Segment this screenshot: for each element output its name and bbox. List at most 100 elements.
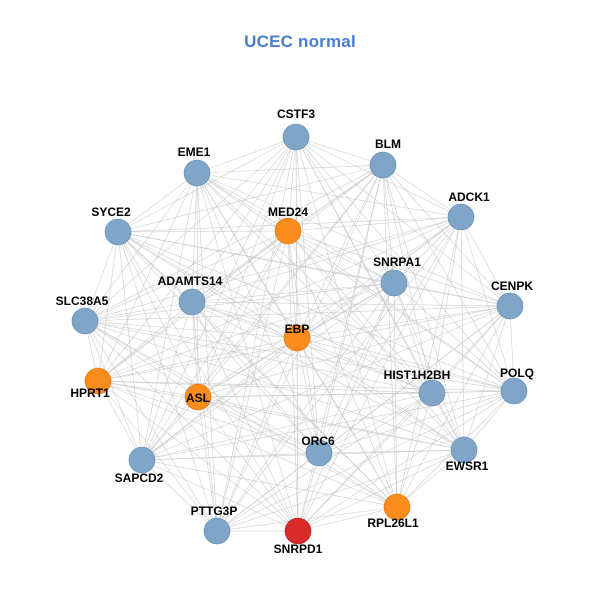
network-edge: [196, 172, 218, 532]
network-edge: [396, 449, 465, 508]
network-edge: [191, 301, 199, 398]
network-edge: [141, 459, 299, 532]
network-edge: [393, 282, 465, 451]
network-edge: [84, 320, 199, 398]
network-node-sapcd2: [128, 446, 156, 474]
network-edge: [97, 216, 462, 382]
network-edge: [191, 301, 465, 451]
network-edge: [97, 380, 433, 394]
network-edge: [216, 136, 297, 532]
network-edge: [97, 380, 218, 532]
network-edge: [84, 320, 218, 532]
network-node-polq: [500, 377, 528, 405]
node-label-cenpk: CENPK: [491, 279, 533, 293]
network-edge: [97, 337, 298, 382]
network-edge: [196, 172, 511, 307]
network-node-pttg3p: [203, 517, 231, 545]
network-edge: [84, 282, 395, 322]
network-edge: [97, 380, 299, 532]
node-label-adamts14: ADAMTS14: [158, 274, 223, 288]
node-label-ebp: EBP: [285, 322, 310, 336]
network-edge: [141, 459, 218, 532]
node-layer: [71, 123, 528, 545]
network-edge: [431, 305, 511, 394]
network-edge: [191, 282, 395, 303]
network-edge: [287, 136, 297, 232]
network-edge: [297, 506, 398, 532]
network-edge: [287, 230, 511, 307]
network-edge: [197, 396, 218, 532]
chart-title: UCEC normal: [244, 32, 356, 51]
network-edge: [196, 172, 515, 392]
network-edge: [318, 216, 462, 454]
network-edge: [287, 216, 462, 232]
node-label-asl: ASL: [186, 391, 210, 405]
network-edge: [393, 282, 433, 394]
network-edge: [84, 320, 433, 394]
network-edge: [97, 380, 465, 451]
network-edge: [141, 136, 297, 461]
network-edge: [84, 216, 462, 322]
node-label-syce2: SYCE2: [91, 205, 131, 219]
network-edge: [196, 136, 297, 174]
network-edge: [197, 164, 384, 398]
network-edge: [117, 230, 289, 233]
network-edge: [117, 172, 198, 233]
network-edge: [296, 337, 433, 394]
network-edge: [117, 231, 199, 398]
network-edge: [296, 305, 511, 339]
network-edge: [296, 337, 320, 454]
node-label-adck1: ADCK1: [448, 190, 490, 204]
network-edge: [97, 231, 119, 382]
network-edge: [287, 230, 515, 392]
network-node-ebp: [283, 324, 311, 352]
network-edge: [84, 320, 515, 392]
network-edge: [141, 282, 395, 461]
network-edge: [393, 282, 398, 508]
network-edge: [460, 216, 515, 392]
network-edge: [97, 380, 398, 508]
network-edge: [196, 172, 320, 454]
network-edge: [396, 392, 433, 508]
network-edge: [117, 231, 193, 303]
network-edge: [84, 172, 198, 322]
network-edge: [117, 231, 398, 508]
network-edge: [117, 231, 143, 461]
network-edge: [191, 301, 398, 508]
network-edge: [197, 305, 511, 398]
network-edge: [97, 136, 297, 382]
network-node-snrpa1: [380, 269, 408, 297]
network-edge: [117, 231, 218, 532]
network-edge: [297, 449, 465, 532]
network-edge: [296, 337, 299, 532]
network-edge: [141, 449, 465, 461]
network-node-asl: [184, 383, 212, 411]
network-edge: [141, 337, 298, 461]
node-label-ewsr1: EWSR1: [446, 459, 489, 473]
network-edge: [460, 216, 465, 451]
network-edge: [84, 301, 193, 322]
network-edge: [216, 506, 398, 532]
network-edge: [393, 282, 511, 307]
network-edge: [382, 164, 462, 218]
network-node-med24: [274, 217, 302, 245]
network-edge: [382, 164, 395, 284]
network-edge: [117, 231, 515, 392]
network-edge: [141, 172, 198, 461]
network-edge: [191, 301, 320, 454]
network-node-eme1: [183, 159, 211, 187]
network-edge: [318, 390, 515, 454]
network-edge: [191, 301, 218, 532]
network-node-slc38a5: [71, 307, 99, 335]
network-edge: [197, 396, 398, 508]
network-edge: [297, 282, 395, 532]
network-node-cenpk: [496, 292, 524, 320]
network-edge: [141, 396, 199, 461]
network-node-adck1: [447, 203, 475, 231]
network-edge: [382, 164, 398, 508]
network-edge: [191, 301, 511, 307]
network-edge: [296, 164, 384, 339]
node-label-sapcd2: SAPCD2: [115, 471, 164, 485]
